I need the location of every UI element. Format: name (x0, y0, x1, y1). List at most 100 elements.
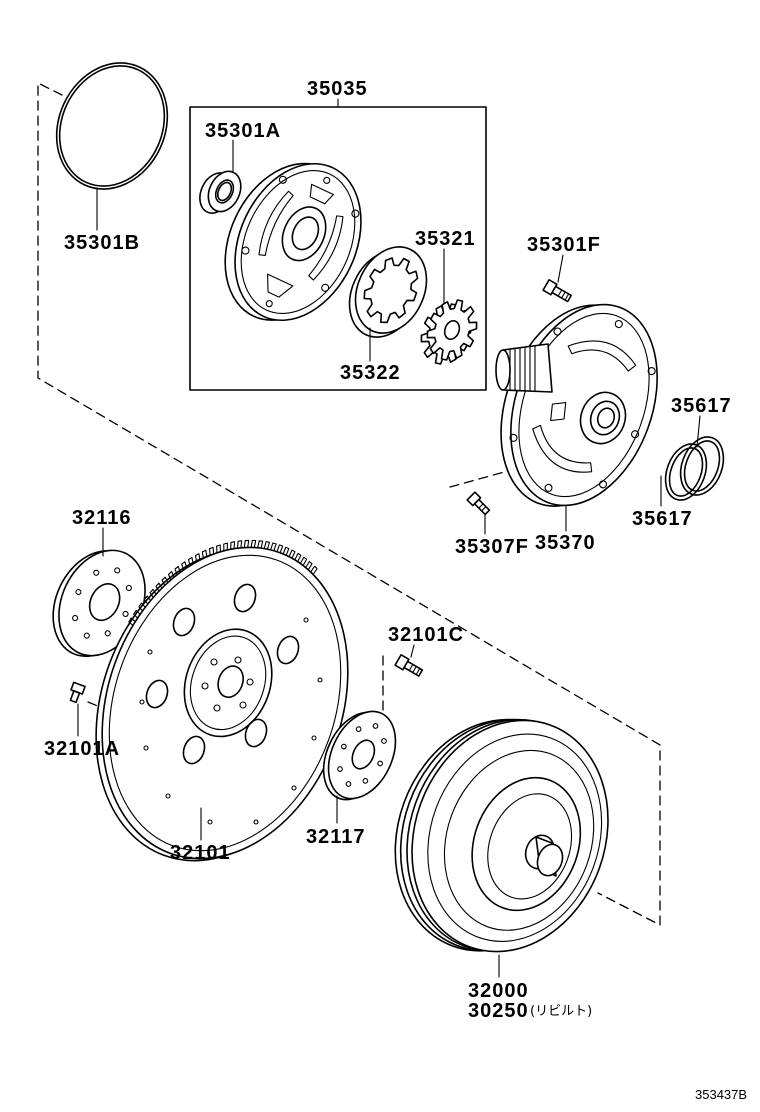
callout-rebuilt-note: (リビルト) (530, 1004, 592, 1019)
converter-shell-front (411, 719, 609, 953)
bolt-shank (69, 690, 81, 704)
stator-shaft-splines (509, 345, 536, 392)
drive-plate-rim (108, 554, 342, 852)
o-ring-outer-edge (55, 62, 169, 190)
drive-plate-hole (182, 735, 206, 765)
pump-body-cutout-upper (309, 183, 334, 205)
converter-inner-ring (487, 793, 573, 900)
callout-label: 32000 (468, 980, 529, 1002)
external-gear-part (420, 299, 478, 365)
spacer-plate-hole (83, 632, 90, 639)
pump-body-port-right (308, 215, 344, 281)
rear-plate-hole (345, 781, 352, 787)
spacer-plate-hole (93, 569, 100, 576)
callout-label: 35035 (307, 78, 368, 100)
rim-dot (291, 785, 297, 791)
drive-plate-hub-inner (189, 635, 267, 731)
callout-label: 35301B (64, 232, 140, 254)
callout-label: 35301F (527, 234, 601, 256)
callout-label: 32101 (170, 842, 231, 864)
external-gear-bore (443, 319, 461, 341)
drive-plate-hole (276, 635, 300, 665)
drive-plate-hole (244, 718, 268, 748)
rear-plate-hole (362, 778, 369, 784)
rear-plate-bolt (394, 654, 424, 677)
pump-body-bore (291, 216, 320, 251)
bolt-thread (557, 289, 570, 301)
converter-hub-end (536, 843, 564, 877)
rim-dot (143, 745, 149, 751)
callout-label: 32101A (44, 738, 120, 760)
housing-hole (647, 367, 656, 376)
callout-label: 32101C (388, 624, 464, 646)
diagram-linework (37, 62, 725, 978)
oil-seal-part (199, 170, 242, 214)
bolt-35307f-dashed-guide (449, 470, 509, 488)
drive-plate-hub-outer (183, 628, 273, 738)
pump-body-hole (351, 209, 360, 218)
leader-line (557, 254, 564, 283)
seal-ring-right (679, 436, 725, 496)
oil-seal-lip (214, 179, 235, 204)
rim-dot (147, 649, 153, 655)
callout-label: 35301A (205, 120, 281, 142)
oil-seal-front (207, 170, 242, 213)
callout-label: 35617 (671, 395, 732, 417)
front-spacer-plate (52, 549, 146, 658)
stator-shaft-end (495, 349, 511, 391)
rear-plate-hole (372, 723, 379, 729)
spacer-plate-hole (122, 610, 129, 618)
rim-dot (317, 677, 323, 683)
converter-inner-face (471, 776, 582, 912)
leader-line (410, 644, 415, 658)
illustration-code: 353437B (695, 1087, 747, 1102)
pump-body-hole (321, 283, 330, 292)
rim-dot (207, 819, 213, 825)
callout-label: 30250 (468, 1000, 529, 1022)
spacer-plate-hole (125, 584, 132, 591)
housing-pocket (550, 402, 567, 422)
bolt-shank (473, 498, 491, 516)
oil-seal-bore (217, 181, 233, 202)
assembly-dashed-outline (37, 82, 661, 926)
pump-body-hole (323, 176, 331, 184)
pump-body-hub (281, 206, 327, 262)
hub-bolt-hole (201, 682, 209, 690)
pump-body-port-left (258, 190, 294, 256)
rim-dot (253, 819, 259, 825)
drive-plate-center-bore (217, 665, 244, 699)
rear-plate-hole (341, 743, 347, 750)
converter-contour (427, 733, 603, 942)
pump-body-face (234, 162, 362, 322)
spacer-plate-hole (72, 615, 79, 622)
drive-plate-large-holes (145, 583, 300, 765)
callout-label: 35321 (415, 228, 476, 250)
rear-plate-hole (377, 760, 383, 767)
torque-converter-part (394, 718, 609, 953)
drive-plate-left-bolt (69, 681, 86, 704)
bolt-thread (408, 663, 421, 676)
rim-dot (303, 617, 309, 623)
housing-hub-bushing (589, 400, 621, 436)
seal-ring-left (664, 443, 708, 501)
internal-gear-face (354, 246, 428, 334)
housing-hole (614, 319, 623, 329)
bolt-thread (478, 503, 487, 512)
internal-gear-teeth (363, 257, 419, 324)
pump-body-hole (241, 246, 250, 255)
external-gear-face (426, 299, 478, 361)
housing-channel (532, 424, 593, 473)
pump-body-part (224, 162, 362, 322)
hub-bolt-hole (234, 656, 242, 664)
housing-hole (631, 430, 640, 439)
rear-spacer-plate (322, 710, 397, 801)
callout-label: 35307F (455, 536, 529, 558)
pump-body-hole (278, 175, 287, 184)
callout-label: 32117 (306, 826, 366, 848)
spacer-plate-hole (104, 630, 111, 637)
spacer-plate-hole (75, 588, 82, 596)
converter-contour (443, 749, 595, 931)
drive-plate-rim-dots (139, 617, 323, 825)
hub-bolt-hole (210, 658, 218, 666)
